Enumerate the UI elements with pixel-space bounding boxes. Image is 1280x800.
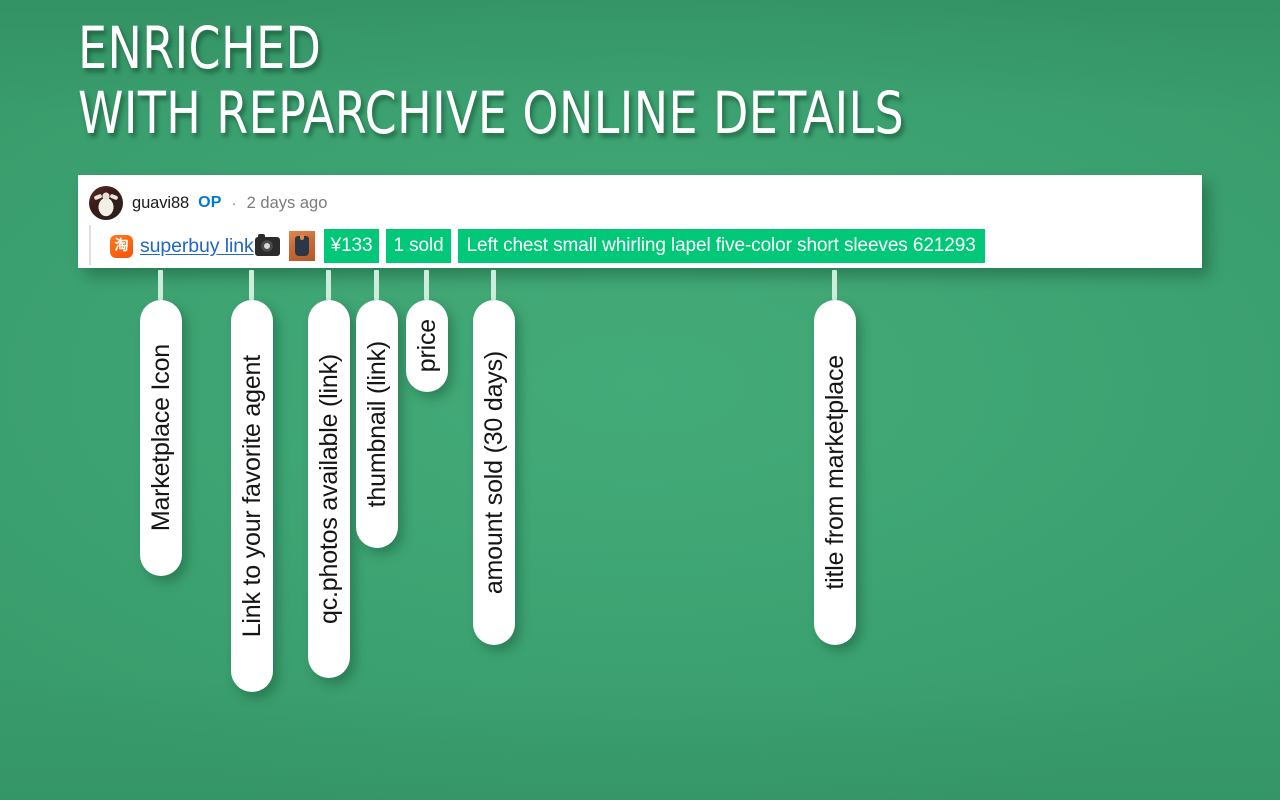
comment-card: guavi88 OP · 2 days ago 淘 superbuy link … xyxy=(78,175,1202,268)
callout-label: title from marketplace xyxy=(820,355,849,590)
comment-username[interactable]: guavi88 xyxy=(132,193,190,212)
marketplace-icon-glyph: 淘 xyxy=(114,238,129,254)
callout-pill: Link to your favorite agent xyxy=(231,300,273,692)
separator-dot: · xyxy=(231,194,237,212)
callout-label: thumbnail (link) xyxy=(362,340,391,508)
callout-label: qc.photos available (link) xyxy=(314,354,343,624)
callout-pill: Marketplace Icon xyxy=(140,300,182,576)
comment-header: guavi88 OP · 2 days ago xyxy=(78,175,1202,220)
callout-pill: title from marketplace xyxy=(814,300,856,645)
callout-connector xyxy=(158,270,163,300)
marketplace-icon: 淘 xyxy=(110,234,133,258)
callout-pill: amount sold (30 days) xyxy=(473,300,515,645)
comment-body: 淘 superbuy link ¥133 1 sold Left chest s… xyxy=(78,225,1202,267)
callout-label: amount sold (30 days) xyxy=(479,350,508,595)
agent-link[interactable]: superbuy link xyxy=(140,234,254,257)
camera-icon[interactable] xyxy=(254,233,280,256)
avatar[interactable] xyxy=(89,186,123,220)
op-badge: OP xyxy=(198,194,222,211)
callout-pill: qc.photos available (link) xyxy=(308,300,350,678)
sold-badge: 1 sold xyxy=(386,229,451,263)
callout-label: price xyxy=(412,319,441,373)
callout-connector xyxy=(832,270,837,300)
product-thumbnail[interactable] xyxy=(288,231,315,261)
callout-connector xyxy=(374,270,379,300)
callout-connector xyxy=(491,270,496,300)
callout-pill: thumbnail (link) xyxy=(356,300,398,548)
headline-line-1: ENRICHED xyxy=(78,14,322,82)
page-title: ENRICHED WITH REPARCHIVE ONLINE DETAILS xyxy=(78,16,904,146)
callout-connector xyxy=(326,270,331,300)
callout-connector xyxy=(249,270,254,300)
product-meta-row: 淘 superbuy link ¥133 1 sold Left chest s… xyxy=(110,229,985,263)
thread-line xyxy=(89,225,91,265)
callout-pill: price xyxy=(406,300,448,392)
headline-line-2: WITH REPARCHIVE ONLINE DETAILS xyxy=(78,78,905,147)
comment-timestamp: 2 days ago xyxy=(246,193,328,212)
callout-label: Marketplace Icon xyxy=(146,344,175,532)
title-badge: Left chest small whirling lapel five-col… xyxy=(457,229,985,263)
price-badge: ¥133 xyxy=(323,229,380,263)
callout-label: Link to your favorite agent xyxy=(237,354,266,638)
callout-connector xyxy=(424,270,429,300)
